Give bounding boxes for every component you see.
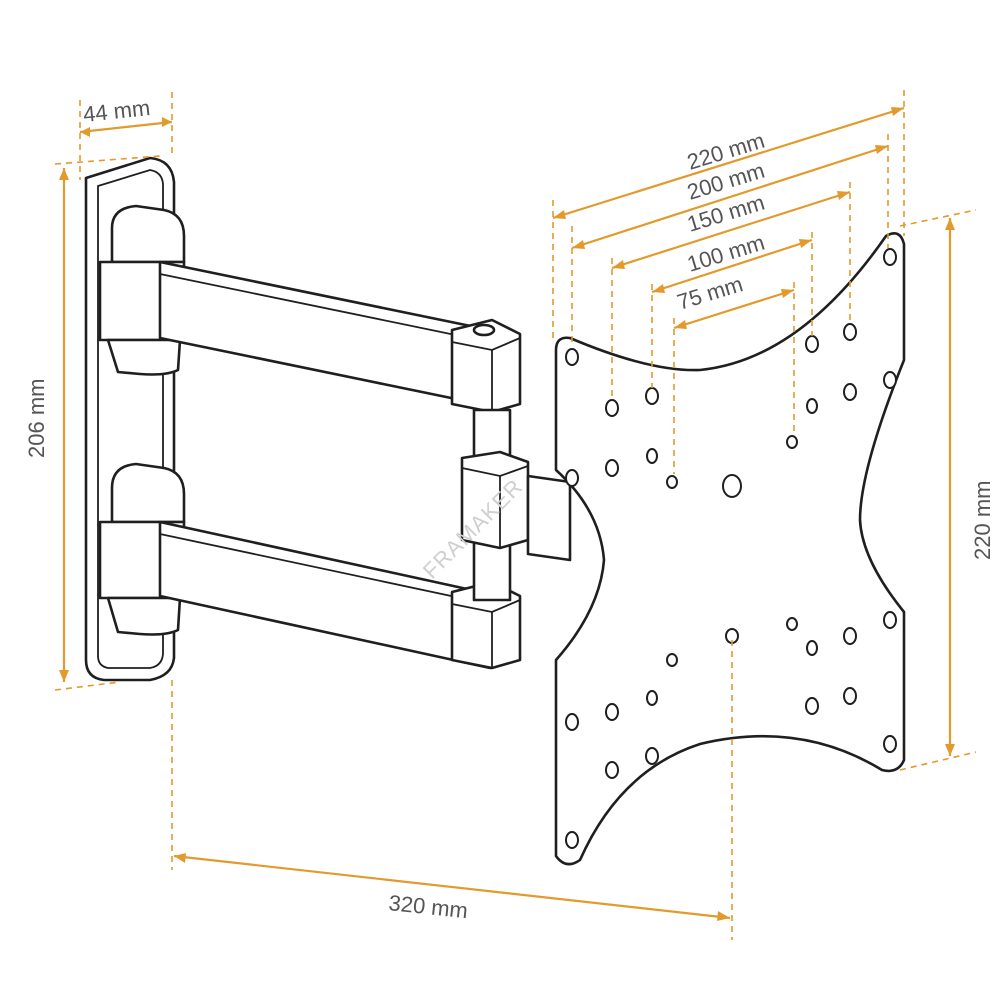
lower-arm — [158, 520, 522, 670]
wall-plate — [84, 156, 186, 682]
label-vesa-100: 100 mm — [684, 230, 767, 277]
label-220mm-vertical: 220 mm — [970, 481, 995, 560]
label-206mm: 206 mm — [24, 379, 49, 458]
vesa-dimension-lines — [552, 90, 905, 474]
upper-arm — [158, 260, 522, 414]
vesa-plate — [554, 232, 906, 866]
label-320mm: 320 mm — [387, 890, 469, 923]
mounting-holes — [565, 248, 897, 849]
swivel-post — [460, 408, 572, 602]
dimension-220mm-vertical — [899, 209, 977, 771]
label-44mm: 44 mm — [82, 95, 151, 127]
dimension-320mm — [171, 640, 733, 940]
dimension-206mm — [54, 155, 161, 691]
dimension-44mm — [79, 92, 173, 180]
